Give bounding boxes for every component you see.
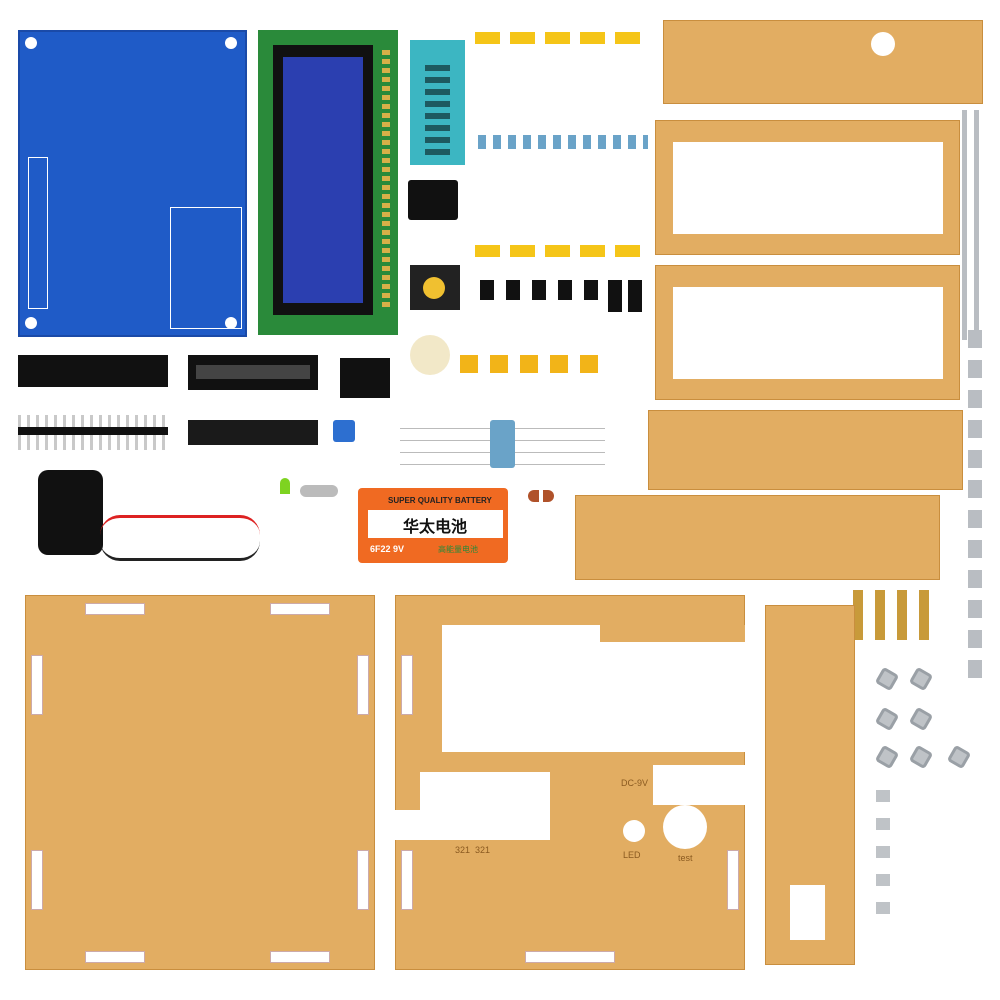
mount-hole <box>225 37 237 49</box>
test-hole <box>663 805 707 849</box>
battery-sub-text: 高能量电池 <box>438 545 478 554</box>
lcd-pins <box>382 50 390 310</box>
acrylic-top-strip <box>663 20 983 104</box>
battery-clip <box>38 470 103 555</box>
short-screws <box>968 330 982 680</box>
resistor-tape-top <box>475 32 650 44</box>
brass-standoffs <box>853 590 938 640</box>
disc-caps <box>528 490 554 502</box>
lcd-window <box>442 625 745 752</box>
small-nuts <box>876 790 890 925</box>
led <box>280 478 290 494</box>
zif-socket <box>410 40 465 165</box>
nut <box>874 744 900 770</box>
dc-label: DC-9V <box>621 778 649 788</box>
transistors <box>480 280 600 300</box>
acrylic-panel-front: DC-9V LED test 321 321 <box>395 595 745 970</box>
lcd-module <box>258 30 398 335</box>
pcb-board: ATMEGA328P-PU <box>5 30 247 337</box>
acrylic-panel-left <box>25 595 375 970</box>
crystal <box>300 485 338 497</box>
mount-hole <box>225 317 237 329</box>
lcd-screen <box>273 45 373 315</box>
9v-battery: SUPER QUALITY BATTERY 华太电池 6F22 9V 高能量电池 <box>358 488 508 563</box>
acrylic-frame-2 <box>655 265 960 400</box>
nut <box>908 744 934 770</box>
long-screws <box>962 110 982 340</box>
nut <box>874 706 900 732</box>
acrylic-side-strip <box>765 605 855 965</box>
acrylic-strip-3 <box>575 495 940 580</box>
ceramic-caps <box>460 355 605 373</box>
test-label: test <box>678 853 693 863</box>
female-header <box>18 355 168 387</box>
pcb-rect <box>170 207 242 329</box>
microcontroller-chip <box>188 420 318 445</box>
male-header <box>18 415 168 450</box>
dc-jack <box>340 358 390 398</box>
nut <box>874 666 900 692</box>
push-button <box>410 265 460 310</box>
battery-brand: 华太电池 <box>403 519 468 536</box>
jack-window <box>653 765 745 805</box>
ic-socket <box>188 355 318 390</box>
rocker-switch <box>408 180 458 220</box>
resistor-row <box>478 135 648 149</box>
nut <box>946 744 972 770</box>
battery-model: 6F22 9V <box>370 544 405 554</box>
small-resistors <box>400 420 605 470</box>
chip-outline <box>28 157 48 309</box>
buzzer-gear <box>410 335 450 375</box>
chip-label: ATMEGA328P-PU <box>5 196 13 255</box>
trimmer-pot <box>333 420 355 442</box>
nut <box>908 706 934 732</box>
battery-top-text: SUPER QUALITY BATTERY <box>388 496 492 505</box>
led-label: LED <box>623 850 641 860</box>
acrylic-strip-2 <box>648 410 963 490</box>
mount-hole <box>25 317 37 329</box>
nut <box>908 666 934 692</box>
acrylic-frame-1 <box>655 120 960 255</box>
led-hole <box>623 820 645 842</box>
resistor-tape-bottom <box>475 245 650 257</box>
electrolytic-caps <box>608 280 644 312</box>
pin-label: 321 321 <box>455 845 491 855</box>
clip-wire <box>100 515 260 561</box>
mount-hole <box>25 37 37 49</box>
